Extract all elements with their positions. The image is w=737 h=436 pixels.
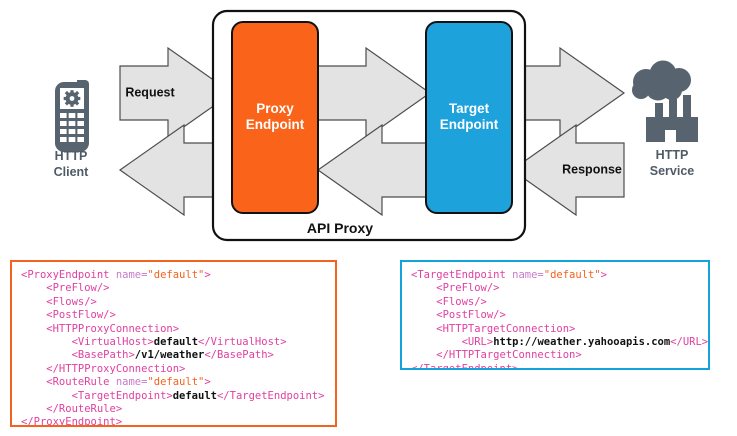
proxy-endpoint-xml-panel: <ProxyEndpoint name="default"> <PreFlow/… — [10, 260, 337, 427]
code-token: <ProxyEndpoint — [21, 269, 110, 281]
code-line: <PostFlow/> — [411, 309, 700, 322]
http-client-label-line2: Client — [54, 165, 90, 179]
code-token: name= — [109, 269, 148, 281]
code-token: <PostFlow/> — [411, 309, 506, 322]
arrow-request-proxy-to-target-overlay — [317, 46, 432, 140]
target-endpoint-label-line1: Target — [449, 101, 490, 116]
http-service-label-line1: HTTP — [656, 148, 689, 162]
code-token: /v1/weather — [134, 349, 205, 362]
code-token: </TargetEndpoint> — [411, 362, 519, 370]
code-token: name= — [109, 376, 148, 389]
code-line: </ProxyEndpoint> — [21, 416, 327, 427]
code-line: <PostFlow/> — [21, 309, 327, 322]
proxy-endpoint-label-line2: Endpoint — [246, 117, 305, 132]
request-arrow-label: Request — [125, 85, 175, 99]
code-token: </HTTPProxyConnection> — [21, 362, 186, 375]
code-line: <HTTPTargetConnection> — [411, 323, 700, 336]
code-line: <HTTPProxyConnection> — [21, 323, 327, 336]
api-proxy-label: API Proxy — [307, 220, 373, 236]
code-token: "default" — [147, 269, 205, 281]
code-token: <BasePath> — [21, 349, 135, 362]
code-line: <PreFlow/> — [411, 282, 700, 295]
code-token: <HTTPTargetConnection> — [411, 322, 576, 335]
code-line: </HTTPTargetConnection> — [411, 349, 700, 362]
code-line: <Flows/> — [21, 296, 327, 309]
code-token: <Flows/> — [411, 295, 487, 308]
target-endpoint-xml-panel: <TargetEndpoint name="default"> <PreFlow… — [400, 260, 710, 370]
code-token: > — [204, 269, 211, 281]
http-service-icon — [632, 60, 698, 142]
code-line: <BasePath>/v1/weather</BasePath> — [21, 349, 327, 362]
api-proxy-flow-diagram: Proxy Endpoint Target Endpoint API Proxy… — [54, 9, 698, 242]
code-line: </RouteRule> — [21, 403, 327, 416]
code-line: </TargetEndpoint> — [411, 362, 700, 370]
proxy-endpoint-label-line1: Proxy — [256, 101, 294, 116]
code-token: </RouteRule> — [21, 403, 123, 416]
code-token: <TargetEndpoint — [411, 269, 506, 281]
response-arrow-label: Response — [562, 162, 622, 176]
code-token: > — [600, 269, 607, 281]
code-token: "default" — [543, 269, 601, 281]
code-token: "default" — [147, 376, 205, 389]
code-token: <PostFlow/> — [21, 309, 116, 322]
target-endpoint-box[interactable] — [425, 21, 513, 214]
code-line: </HTTPProxyConnection> — [21, 363, 327, 376]
code-token: <PreFlow/> — [21, 282, 110, 295]
proxy-endpoint-box[interactable] — [231, 21, 319, 214]
http-service-label-line2: Service — [650, 164, 695, 178]
code-line: <VirtualHost>default</VirtualHost> — [21, 336, 327, 349]
code-token: name= — [505, 269, 544, 281]
arrow-request-target-to-service — [511, 46, 626, 140]
code-token: </HTTPTargetConnection> — [411, 349, 582, 362]
code-token: <HTTPProxyConnection> — [21, 322, 180, 335]
code-line: <ProxyEndpoint name="default"> — [21, 269, 327, 282]
code-token: </ProxyEndpoint> — [21, 416, 123, 427]
code-token: </URL> — [670, 336, 709, 349]
code-token: <RouteRule — [21, 376, 110, 389]
code-token: <TargetEndpoint> — [21, 389, 173, 402]
code-token: </TargetEndpoint> — [216, 389, 325, 402]
target-endpoint-label-line2: Endpoint — [440, 117, 499, 132]
arrow-request-client-to-proxy — [119, 46, 234, 140]
arrow-response-service-to-target — [510, 123, 625, 217]
code-line: <Flows/> — [411, 296, 700, 309]
arrow-response-target-to-proxy-overlay — [316, 123, 431, 217]
code-line: <PreFlow/> — [21, 282, 327, 295]
code-token: </VirtualHost> — [198, 336, 287, 349]
code-token: </BasePath> — [204, 349, 274, 362]
code-line: <TargetEndpoint name="default"> — [411, 269, 700, 282]
code-token: <Flows/> — [21, 295, 97, 308]
code-token: <PreFlow/> — [411, 282, 500, 295]
code-token: <VirtualHost> — [21, 336, 154, 349]
code-line: <RouteRule name="default"> — [21, 376, 327, 389]
code-token: <URL> — [411, 336, 494, 349]
http-client-icon — [55, 80, 89, 152]
http-client-label-line1: HTTP — [55, 149, 88, 163]
code-line: <URL>http://weather.yahooapis.com</URL> — [411, 336, 708, 349]
code-token: > — [204, 376, 211, 389]
code-line: <TargetEndpoint>default</TargetEndpoint> — [21, 390, 327, 403]
code-token: http://weather.yahooapis.com — [493, 336, 671, 349]
code-token: default — [153, 336, 199, 349]
code-token: default — [172, 389, 217, 402]
